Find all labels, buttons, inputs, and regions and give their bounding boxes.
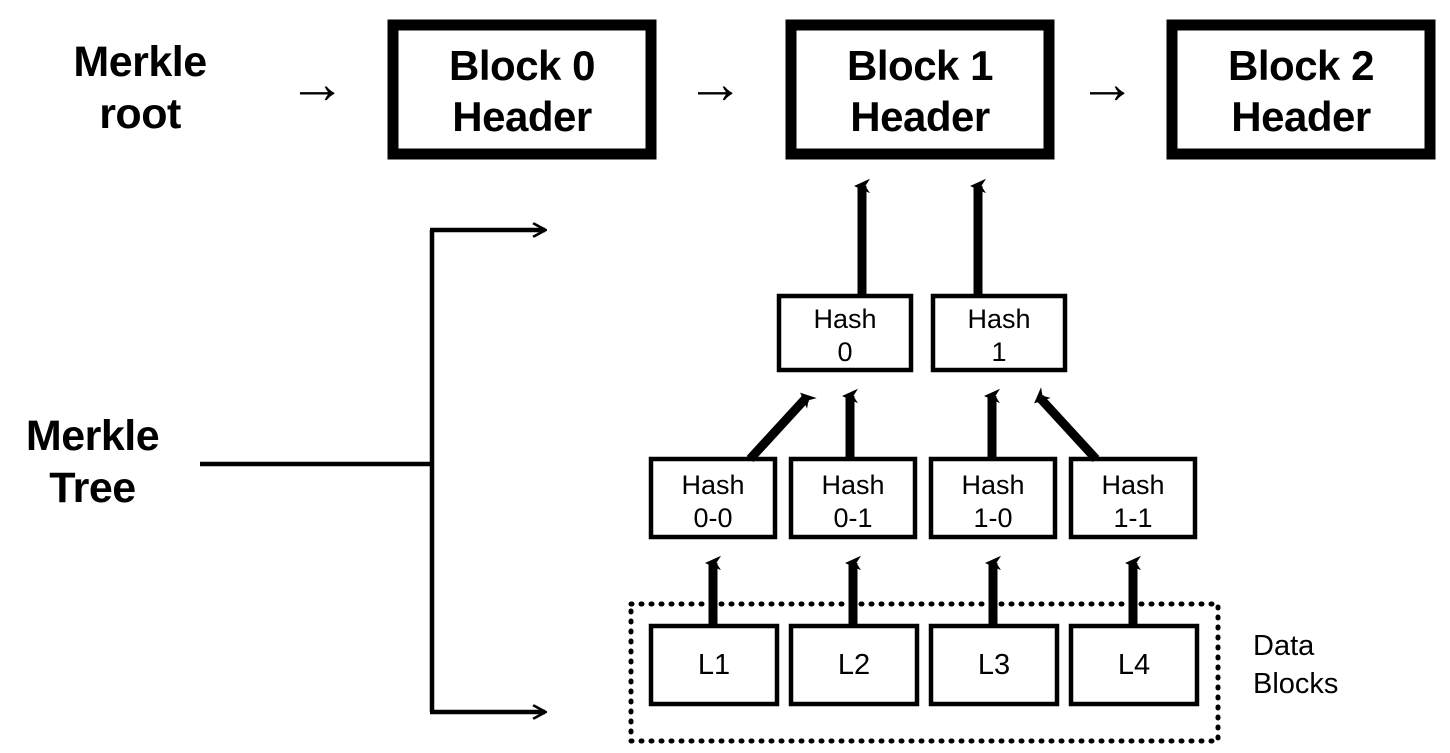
hash-0-1-label: Hash 0-1 xyxy=(821,470,885,533)
block-0-header-box[interactable] xyxy=(387,19,657,160)
block-2-header-label: Block 2 Header xyxy=(1228,42,1374,141)
hash-1-label: Hash 1 xyxy=(967,304,1031,367)
block-0-header-label: Block 0 Header xyxy=(449,42,595,141)
hash-1-0-box[interactable] xyxy=(928,456,1058,540)
hash-level-2-boxes xyxy=(648,456,1198,540)
merkle-tree-brace xyxy=(200,230,545,712)
arrow-right-icon-block0-to-block1: → xyxy=(686,51,744,116)
hash-0-box[interactable] xyxy=(776,293,914,373)
merkle-tree-label: Merkle Tree xyxy=(25,412,160,513)
block-1-header-box[interactable] xyxy=(785,19,1055,160)
block-header-boxes xyxy=(387,19,1436,160)
hash-0-1-box[interactable] xyxy=(788,456,918,540)
leaf-l3-label: L3 xyxy=(977,649,1011,681)
block-1-header-label: Block 1 Header xyxy=(847,42,993,141)
leaf-l4-label: L4 xyxy=(1117,649,1151,681)
leaf-l2-label: L2 xyxy=(837,649,871,681)
tree-edges xyxy=(705,178,1141,626)
edge-hash11-to-hash1 xyxy=(1034,387,1100,463)
leaf-l1-box[interactable] xyxy=(648,623,780,707)
block-2-header-box[interactable] xyxy=(1166,19,1436,160)
hash-0-0-label: Hash 0-0 xyxy=(681,470,745,533)
hash-0-0-box[interactable] xyxy=(648,456,778,540)
hash-level-1-boxes xyxy=(776,293,1068,373)
arrow-right-icon-block1-to-block2: → xyxy=(1078,51,1136,116)
hash-1-0-label: Hash 1-0 xyxy=(961,470,1025,533)
data-blocks-label: Data Blocks xyxy=(1253,630,1339,701)
hash-0-label: Hash 0 xyxy=(813,304,877,367)
data-blocks-container xyxy=(628,601,1221,744)
hash-1-1-box[interactable] xyxy=(1068,456,1198,540)
hash-1-box[interactable] xyxy=(930,293,1068,373)
edge-hash00-to-hash0 xyxy=(746,392,817,463)
data-block-boxes xyxy=(648,623,1200,707)
leaf-l4-box[interactable] xyxy=(1068,623,1200,707)
hash-1-1-label: Hash 1-1 xyxy=(1101,470,1165,533)
arrow-right-icon-root-to-block0: → xyxy=(288,51,346,116)
merkle-root-label: Merkle root xyxy=(73,38,207,139)
leaf-l1-label: L1 xyxy=(697,649,731,681)
